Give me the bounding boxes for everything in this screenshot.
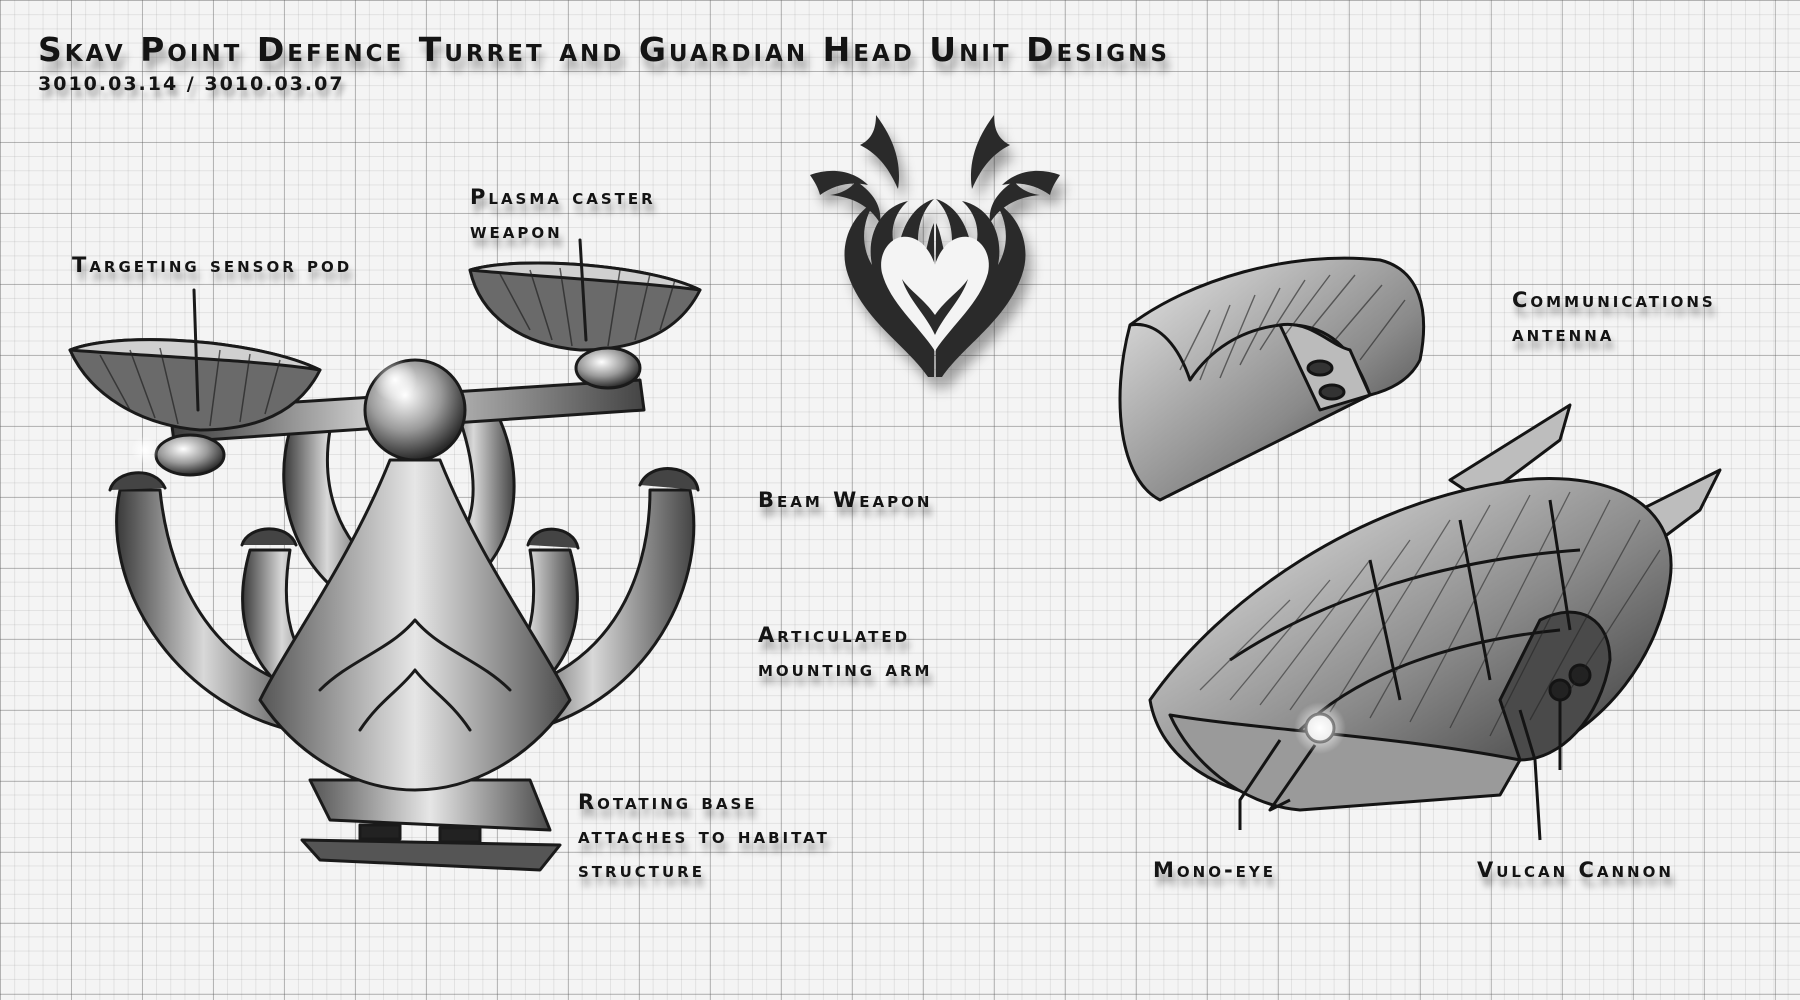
label-targeting-sensor-pod: Targeting sensor pod (72, 253, 353, 277)
label-rotating-base-line2: attaches to habitat (578, 824, 830, 848)
label-communications-line2: antenna (1512, 322, 1615, 346)
label-vulcan-cannon: Vulcan Cannon (1477, 858, 1674, 882)
label-mono-eye: Mono-eye (1153, 858, 1277, 882)
label-rotating-base: Rotating base attaches to habitat struct… (578, 785, 830, 887)
date-stamp: 3010.03.14 / 3010.03.07 (38, 73, 345, 95)
label-communications-antenna: Communications antenna (1512, 283, 1716, 351)
tribal-heart-emblem-icon (810, 115, 1060, 377)
label-plasma-caster-line2: weapon (470, 219, 563, 243)
point-defence-turret-sketch-icon (68, 238, 702, 872)
label-plasma-caster: Plasma caster weapon (470, 180, 656, 248)
page-title: Skav Point Defence Turret and Guardian H… (38, 30, 1170, 69)
label-rotating-base-line1: Rotating base (578, 790, 758, 814)
label-rotating-base-line3: structure (578, 858, 705, 882)
guardian-head-unit-sketch-icon (1148, 403, 1722, 841)
label-plasma-caster-line1: Plasma caster (470, 185, 656, 209)
label-communications-line1: Communications (1512, 288, 1716, 312)
label-articulated-line1: Articulated (758, 623, 911, 647)
label-articulated-arm: Articulated mounting arm (758, 618, 933, 686)
label-articulated-line2: mounting arm (758, 657, 933, 681)
guardian-head-upper-shell-icon (1118, 256, 1426, 502)
label-beam-weapon: Beam Weapon (758, 488, 933, 512)
